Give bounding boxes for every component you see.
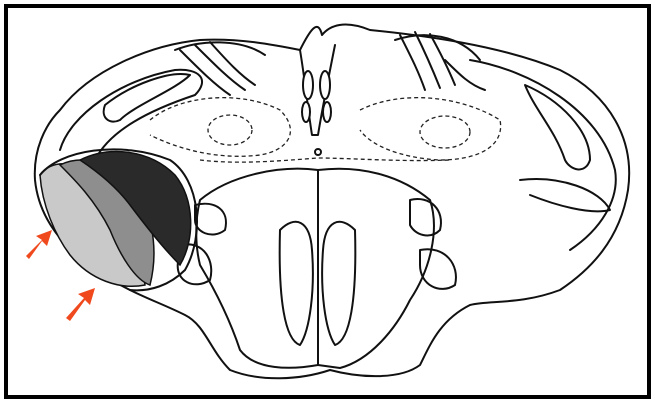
arrow-icon	[66, 288, 95, 321]
midline-nucleus-left-lower	[302, 102, 310, 122]
right-peduncle-outline	[470, 60, 616, 250]
right-lower-band	[520, 179, 610, 211]
right-dashed-oval	[420, 116, 470, 148]
central-canal	[315, 149, 321, 155]
left-pyramid	[280, 222, 313, 345]
midline-nucleus-left	[303, 71, 313, 99]
basis-left-lobe	[196, 169, 318, 368]
left-lateral-nucleus	[195, 204, 226, 235]
right-lateral-nucleus	[410, 199, 441, 235]
midline-nucleus-right-lower	[323, 102, 331, 122]
left-dashed-nuclei	[150, 98, 290, 157]
arrow-icon	[26, 230, 52, 259]
right-pyramid	[322, 222, 355, 345]
medial-lemniscus-dashed	[200, 158, 450, 162]
right-inner-band	[525, 85, 590, 169]
right-fiber-bundle-2	[415, 32, 440, 88]
midline-nucleus-right	[320, 71, 330, 99]
right-dashed-nuclei	[360, 98, 501, 160]
left-dashed-oval	[208, 115, 252, 145]
left-fiber-bundle-3	[210, 42, 255, 85]
